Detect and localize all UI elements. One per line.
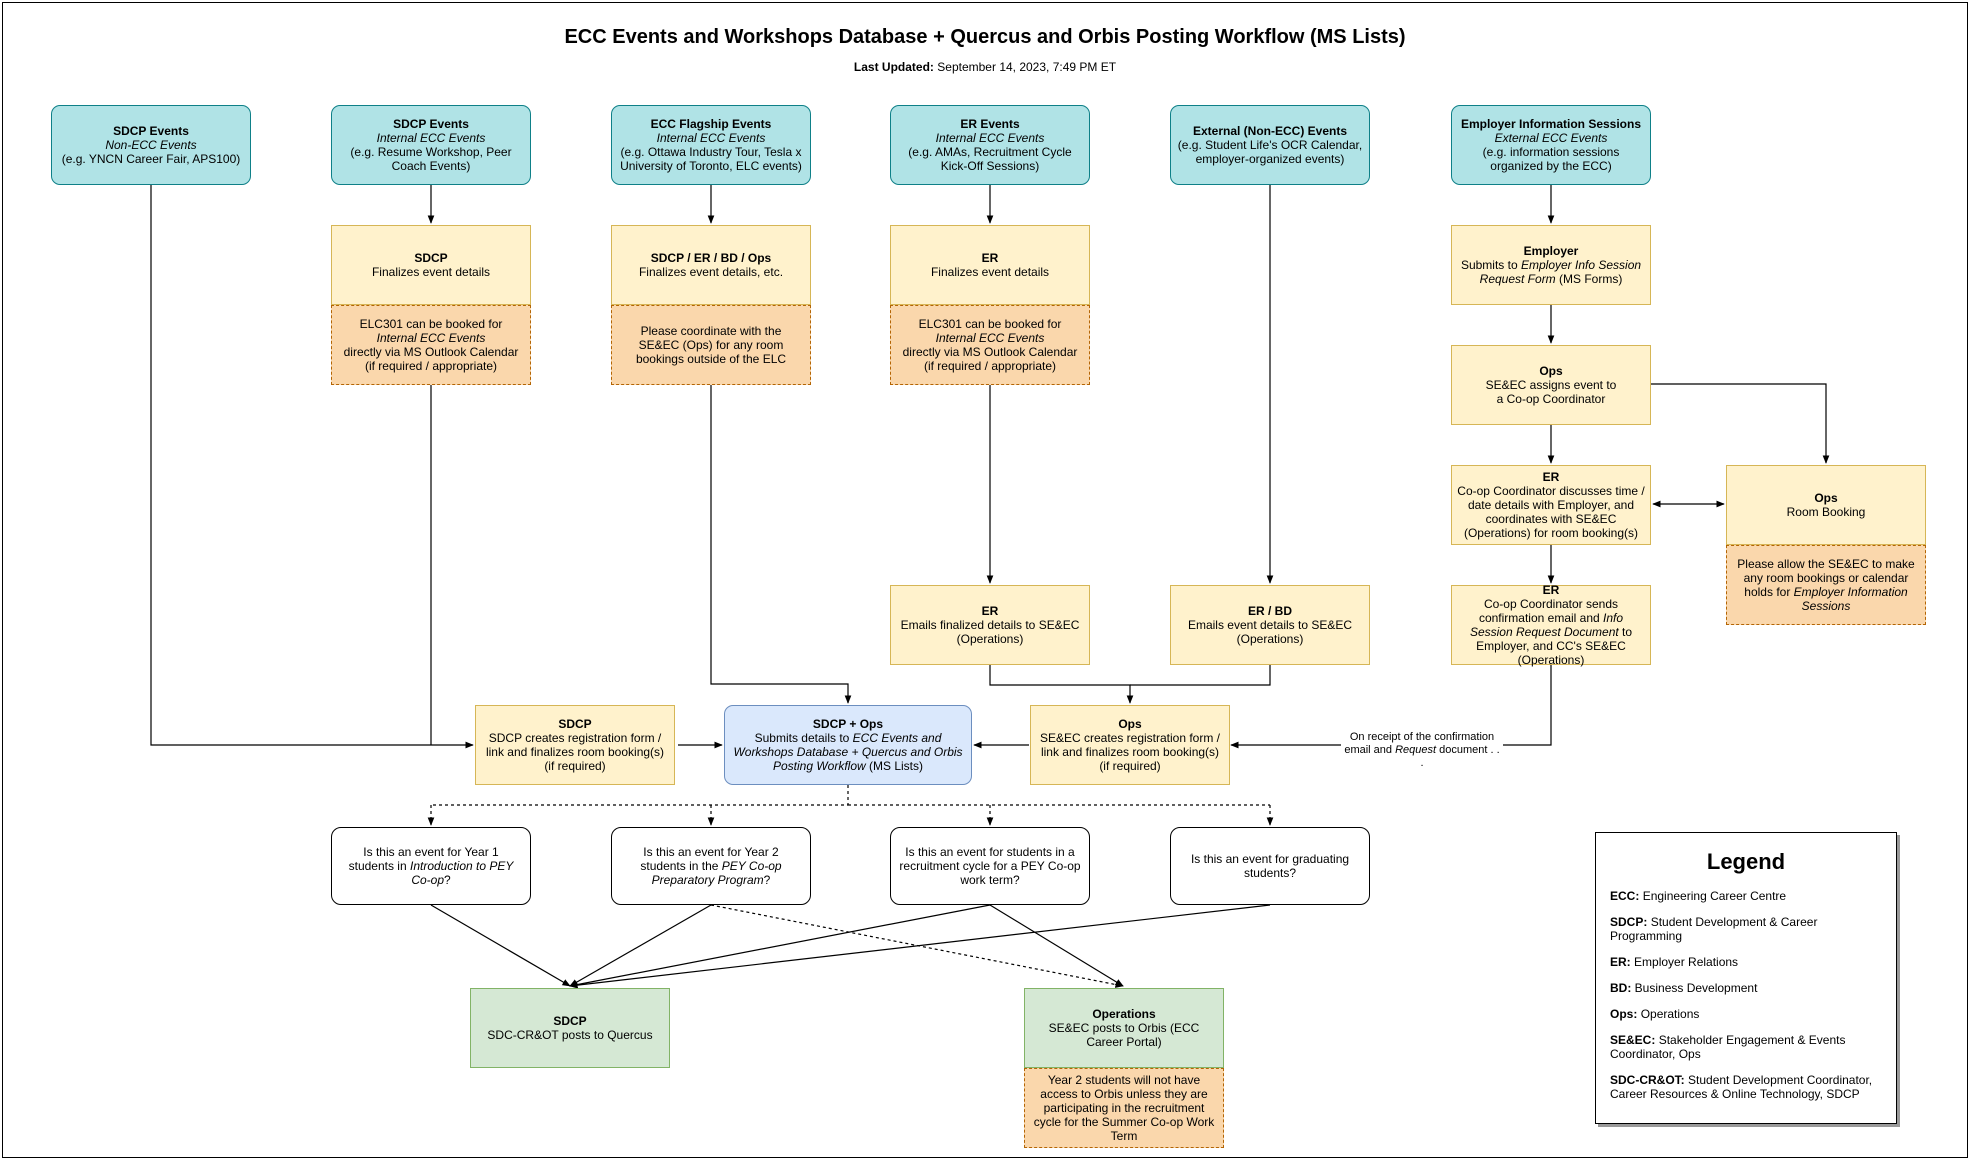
- legend-item: BD: Business Development: [1610, 981, 1758, 995]
- legend-title: Legend: [1706, 849, 1786, 874]
- diagram-title: ECC Events and Workshops Database + Quer…: [564, 26, 1406, 48]
- step-sdcp-finalize: SDCP Finalizes event details: [331, 225, 531, 305]
- edge-recruitment-to-quercus: [569, 904, 991, 988]
- legend-item: Ops: Operations: [1610, 1007, 1700, 1021]
- step-submit-database: SDCP + Ops Submits details to ECC Events…: [724, 705, 972, 785]
- connectors: [150, 185, 1830, 989]
- last-updated: Last Updated: September 14, 2023, 7:49 P…: [3, 60, 1967, 74]
- edge-flagship-note-to-submit: [710, 385, 852, 704]
- edge-er-email-to-ops: [989, 665, 1134, 704]
- legend-item: ER: Employer Relations: [1610, 955, 1739, 969]
- step-sdcp-register: SDCP SDCP creates registration form / li…: [475, 705, 675, 785]
- edge-graduating-to-quercus: [569, 904, 1271, 989]
- step-er-email: ER Emails finalized details to SE&EC (Op…: [890, 585, 1090, 665]
- step-erbd-email: ER / BD Emails event details to SE&EC (O…: [1170, 585, 1370, 665]
- legend-item: SDCP: Student Development & Career Progr…: [1610, 915, 1818, 943]
- legend-item: SE&EC: Stakeholder Engagement & Events C…: [1610, 1033, 1846, 1061]
- step-ops-room-booking: Ops Room Booking: [1726, 465, 1926, 545]
- note-flagship: Please coordinate with the SE&EC (Ops) f…: [611, 305, 811, 385]
- edge-label-confirmation: On receipt of the confirmation email and…: [1341, 731, 1503, 770]
- legend-item: SDC-CR&OT: Student Development Coordinat…: [1610, 1073, 1873, 1101]
- note-room-booking: Please allow the SE&EC to make any room …: [1726, 545, 1926, 625]
- question-recruitment: Is this an event for students in a recru…: [890, 827, 1090, 905]
- step-flagship-finalize: SDCP / ER / BD / Ops Finalizes event det…: [611, 225, 811, 305]
- edge-year2-to-orbis: [710, 904, 1124, 988]
- legend: Legend ECC: Engineering Career Centre SD…: [1595, 832, 1897, 1124]
- edge-year2-to-quercus: [569, 904, 712, 987]
- edge-sdcp-nonecc-to-register: [150, 185, 474, 749]
- note-orbis-access: Year 2 students will not have access to …: [1024, 1068, 1224, 1148]
- edge-year1-to-quercus: [430, 904, 571, 987]
- legend-item: ECC: Engineering Career Centre: [1610, 889, 1787, 903]
- event-type-sdcp-nonecc: SDCP Events Non-ECC Events (e.g. YNCN Ca…: [51, 105, 251, 185]
- step-employer-submit: Employer Submits to Employer Info Sessio…: [1451, 225, 1651, 305]
- question-graduating: Is this an event for graduating students…: [1170, 827, 1370, 905]
- last-updated-value: September 14, 2023, 7:49 PM ET: [937, 60, 1117, 74]
- event-type-flagship: ECC Flagship Events Internal ECC Events …: [611, 105, 811, 185]
- note-sdcp-elc: ELC301 can be booked for Internal ECC Ev…: [331, 305, 531, 385]
- question-year2: Is this an event for Year 2 students in …: [611, 827, 811, 905]
- event-type-external: External (Non-ECC) Events (e.g. Student …: [1170, 105, 1370, 185]
- event-type-info-sessions: Employer Information Sessions External E…: [1451, 105, 1651, 185]
- step-post-orbis: Operations SE&EC posts to Orbis (ECC Car…: [1024, 988, 1224, 1068]
- step-ops-assign: Ops SE&EC assigns event to a Co-op Coord…: [1451, 345, 1651, 425]
- question-year1: Is this an event for Year 1 students in …: [331, 827, 531, 905]
- step-er-finalize: ER Finalizes event details: [890, 225, 1090, 305]
- edge-ops-to-room: [1651, 383, 1830, 464]
- edge-submit-branch: [431, 785, 1270, 806]
- last-updated-label: Last Updated:: [853, 60, 934, 74]
- step-er-confirm: ER Co-op Coordinator sends confirmation …: [1451, 583, 1651, 667]
- event-type-er: ER Events Internal ECC Events (e.g. AMAs…: [890, 105, 1090, 185]
- edge-erbd-to-ops: [1130, 665, 1271, 686]
- event-type-sdcp-internal: SDCP Events Internal ECC Events (e.g. Re…: [331, 105, 531, 185]
- step-ops-register: Ops SE&EC creates registration form / li…: [1030, 705, 1230, 785]
- step-er-coordinate: ER Co-op Coordinator discusses time / da…: [1451, 465, 1651, 545]
- edge-confirm-to-ops: [1230, 665, 1552, 749]
- step-post-quercus: SDCP SDC-CR&OT posts to Quercus: [470, 988, 670, 1068]
- note-er-elc: ELC301 can be booked for Internal ECC Ev…: [890, 305, 1090, 385]
- edge-recruitment-to-orbis: [989, 904, 1124, 987]
